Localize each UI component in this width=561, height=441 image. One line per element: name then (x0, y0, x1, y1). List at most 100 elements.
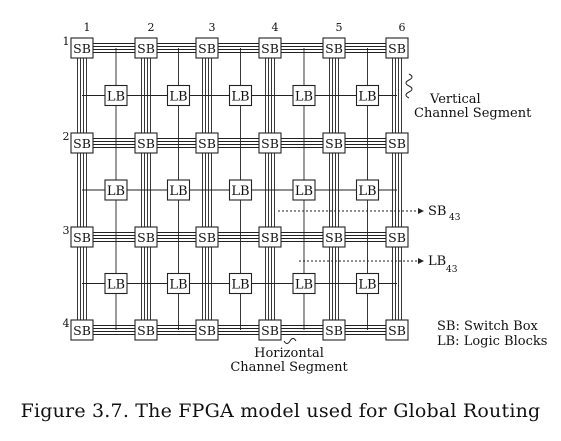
switch-boxes: SB SB SB SB SB SB SB SB SB SB SB SB SB SB SB SB SB SB SB SB… (70, 37, 409, 341)
sb43-subscript: 43 (449, 213, 461, 223)
logic-block-label: LB (295, 184, 313, 199)
logic-block-label: LB (358, 184, 376, 199)
column-label: 1 (84, 21, 91, 34)
vertical-channel-label-line1: Vertical (429, 92, 481, 107)
logic-block (292, 272, 316, 295)
switch-box-label: SB (388, 323, 406, 338)
switch-box-label: SB (325, 136, 343, 151)
logic-block-label: LB (295, 278, 313, 293)
switch-box (385, 132, 409, 154)
column-label: 2 (148, 21, 155, 34)
row-label: 4 (63, 317, 70, 330)
logic-block (292, 84, 316, 107)
sb43-label: SB (428, 204, 446, 219)
switch-box (385, 226, 409, 248)
switch-box-label: SB (73, 323, 91, 338)
lb43-annotation: LB 43 (299, 254, 458, 275)
logic-block (228, 179, 253, 201)
switch-box (134, 319, 158, 341)
legend-logic-blocks: LB: Logic Blocks (437, 334, 547, 349)
switch-box-label: SB (261, 230, 279, 245)
logic-block-label: LB (107, 278, 125, 293)
switch-box-label: SB (198, 41, 216, 56)
legend-switch-box: SB: Switch Box (437, 319, 539, 334)
horizontal-channel-label-line2: Channel Segment (230, 360, 348, 375)
sb43-annotation: SB 43 (278, 204, 461, 223)
logic-block-label: LB (107, 184, 125, 199)
column-label: 4 (272, 21, 279, 34)
switch-box (322, 132, 346, 154)
switch-box-label: SB (261, 41, 279, 56)
switch-box-label: SB (73, 41, 91, 56)
switch-box-label: SB (388, 41, 406, 56)
switch-box (258, 319, 282, 341)
legend: SB: Switch Box LB: Logic Blocks (437, 319, 547, 349)
switch-box (385, 319, 409, 341)
logic-block (166, 272, 191, 295)
switch-box (322, 319, 346, 341)
switch-box-label: SB (137, 323, 155, 338)
switch-box (322, 226, 346, 248)
logic-block (292, 179, 316, 201)
switch-box-label: SB (137, 41, 155, 56)
logic-block-label: LB (169, 278, 187, 293)
switch-box-label: SB (325, 41, 343, 56)
switch-box (385, 37, 409, 59)
switch-box-label: SB (261, 323, 279, 338)
horizontal-channel-label-line1: Horizontal (254, 346, 324, 361)
vertical-channel-annotation: Vertical Channel Segment (405, 73, 532, 121)
row-label: 1 (63, 35, 70, 48)
switch-box-label: SB (198, 136, 216, 151)
logic-block (104, 179, 128, 201)
logic-block-label: LB (169, 90, 187, 105)
switch-box (70, 226, 94, 248)
switch-box (70, 37, 94, 59)
logic-block (166, 179, 191, 201)
logic-block (104, 272, 128, 295)
switch-box (195, 132, 219, 154)
switch-box (134, 37, 158, 59)
switch-box-label: SB (325, 230, 343, 245)
switch-box (134, 226, 158, 248)
switch-box-label: SB (137, 136, 155, 151)
logic-block-label: LB (231, 184, 249, 199)
logic-block-label: LB (358, 90, 376, 105)
switch-box (258, 37, 282, 59)
switch-box-label: SB (388, 136, 406, 151)
lb43-subscript: 43 (446, 265, 458, 275)
switch-box-label: SB (198, 230, 216, 245)
switch-box-label: SB (73, 136, 91, 151)
figure-caption: Figure 3.7. The FPGA model used for Glob… (20, 400, 541, 422)
logic-block (104, 84, 128, 107)
column-label: 3 (209, 21, 216, 34)
logic-block-label: LB (107, 90, 125, 105)
logic-block-label: LB (231, 278, 249, 293)
logic-block (355, 272, 380, 295)
switch-box-label: SB (325, 323, 343, 338)
switch-box (258, 226, 282, 248)
logic-block (355, 84, 380, 107)
switch-box-label: SB (137, 230, 155, 245)
switch-box-label: SB (261, 136, 279, 151)
switch-box (134, 132, 158, 154)
switch-box (70, 132, 94, 154)
switch-box (70, 319, 94, 341)
logic-block (166, 84, 191, 107)
switch-box (258, 132, 282, 154)
vertical-channel-label-line2: Channel Segment (414, 106, 532, 121)
lb43-label: LB (428, 254, 446, 269)
logic-block (228, 84, 253, 107)
logic-block (228, 272, 253, 295)
switch-box-label: SB (388, 230, 406, 245)
logic-block-label: LB (295, 90, 313, 105)
column-label: 5 (336, 21, 343, 34)
logic-block-label: LB (169, 184, 187, 199)
row-label: 3 (63, 224, 70, 237)
row-label: 2 (63, 130, 70, 143)
switch-box-label: SB (73, 230, 91, 245)
switch-box (322, 37, 346, 59)
switch-box-label: SB (198, 323, 216, 338)
